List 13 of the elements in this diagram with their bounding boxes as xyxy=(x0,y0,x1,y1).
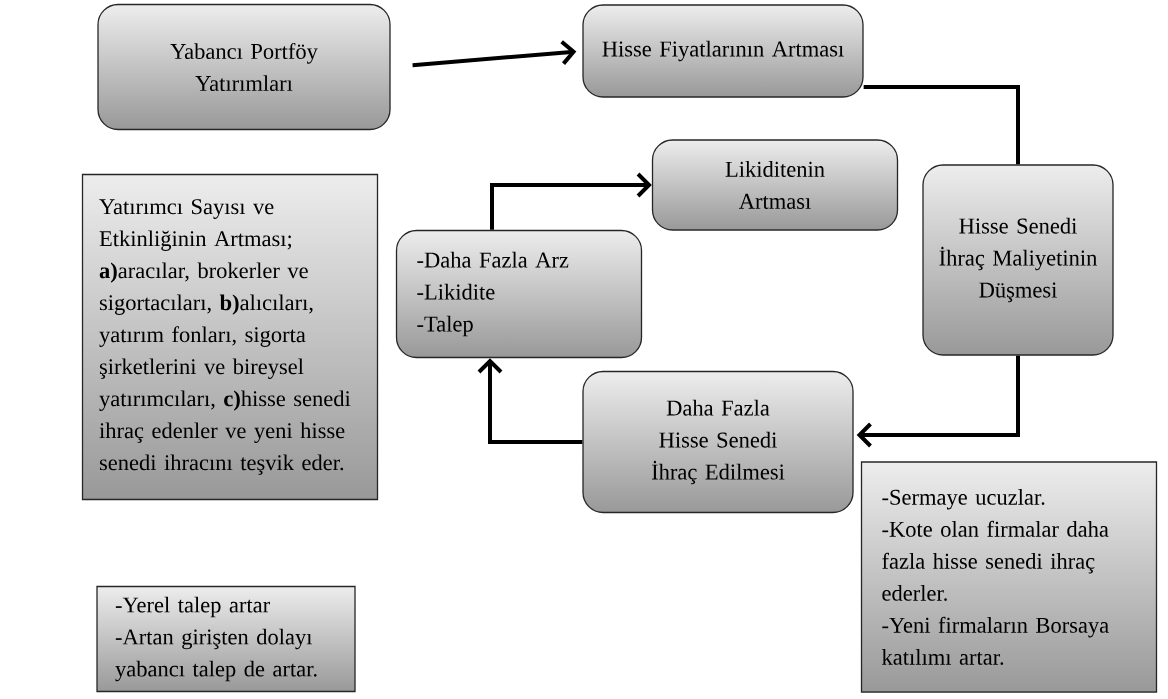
process-box: -Daha Fazla Arz -Likidite -Talep xyxy=(395,229,643,359)
arrow xyxy=(412,40,577,68)
process-box: Yabancı Portföy Yatırımları xyxy=(97,3,391,131)
note-box: -Yerel talep artar -Artan girişten dolayı yabancı talep de artar. xyxy=(96,585,356,693)
process-box: Likiditenin Artması xyxy=(651,139,899,231)
process-box: Daha Fazla Hisse Senedi İhraç Edilmesi xyxy=(582,370,854,514)
note-box: -Sermaye ucuzlar. -Kote olan firmalar daha fazla hisse senedi ihraç ederler. -Yeni firmaların Borsaya katılımı artar. xyxy=(860,461,1158,693)
note-box: Yatırımcı Sayısı ve Etkinliğinin Artması; a)aracılar, brokerler ve sigortacıları, b)alıcıları, yatırım fonları, sigorta şirketlerini ve bireysel yatırımcıları, c)hisse senedi ihraç edenler ve yeni hisse senedi ihracını teşvik eder. xyxy=(81,173,379,501)
process-box: Hisse Fiyatlarının Artması xyxy=(582,4,864,98)
process-box: Hisse Senedi İhraç Maliyetinin Düşmesi xyxy=(922,164,1114,356)
arrow xyxy=(490,172,652,230)
arrow xyxy=(856,355,1020,448)
arrow xyxy=(477,358,583,444)
